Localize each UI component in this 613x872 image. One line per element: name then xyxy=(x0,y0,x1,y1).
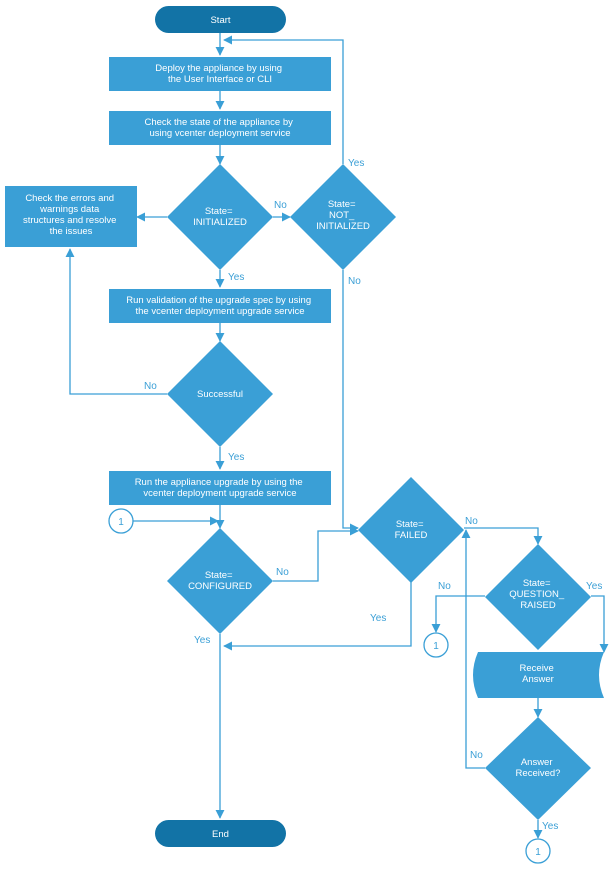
check-state-line-1: Check the state of the appliance by xyxy=(144,117,293,128)
run-validation-step: Run validation of the upgrade spec by us… xyxy=(109,289,331,323)
init-no-label: No xyxy=(274,200,287,211)
run-validation-line-1: Run validation of the upgrade spec by us… xyxy=(126,295,311,306)
answer-yes-label: Yes xyxy=(542,821,558,832)
connector-out-bottom-label: 1 xyxy=(535,847,541,858)
svg-text:Run validation of the upgrade: Run validation of the upgrade spec by us… xyxy=(126,295,314,317)
connector-lines xyxy=(65,33,609,839)
run-validation-line-2: the vcenter deployment upgrade service xyxy=(136,306,305,317)
connector-in-label: 1 xyxy=(118,517,124,528)
svg-text:Check the state of the applian: Check the state of the appliance by usin… xyxy=(144,117,295,139)
end-label: End xyxy=(212,829,229,840)
svg-text:Check the errors and war: Check the errors and warnings data struc… xyxy=(23,193,119,237)
check-state-line-2: using vcenter deployment service xyxy=(150,128,291,139)
check-state-step: Check the state of the appliance by usin… xyxy=(109,111,331,145)
svg-text:Run the appliance upgrade by u: Run the appliance upgrade by using the v… xyxy=(135,477,306,499)
run-upgrade-line-1: Run the appliance upgrade by using the xyxy=(135,477,303,488)
state-configured-decision: State= CONFIGURED xyxy=(167,528,273,634)
svg-text:State= CONFIGURED: State= CONFIGURED xyxy=(188,570,252,592)
svg-text:Deploy the appliance by using: Deploy the appliance by using the User I… xyxy=(155,63,284,85)
state-configured-line-2: CONFIGURED xyxy=(188,581,252,592)
configured-yes-label: Yes xyxy=(194,635,210,646)
state-initialized-decision: State= INITIALIZED xyxy=(167,164,273,270)
end-terminal: End xyxy=(155,820,286,847)
run-upgrade-step: Run the appliance upgrade by using the v… xyxy=(109,471,331,505)
notinit-yes-label: Yes xyxy=(348,158,364,169)
answer-received-decision: Answer Received? xyxy=(485,717,591,820)
state-failed-line-1: State= xyxy=(396,519,424,530)
svg-text:State= INITIALIZED: State= INITIALIZED xyxy=(193,206,247,228)
state-initialized-line-2: INITIALIZED xyxy=(193,217,247,228)
state-configured-line-1: State= xyxy=(205,570,233,581)
receive-answer-line-1: Receive xyxy=(520,663,554,674)
receive-answer-step: Receive Answer xyxy=(473,652,604,698)
state-question-raised-decision: State= QUESTION_ RAISED xyxy=(485,544,591,650)
receive-answer-line-2: Answer xyxy=(522,674,554,685)
state-failed-decision: State= FAILED xyxy=(358,477,464,583)
svg-text:State= FAILED: State= FAILED xyxy=(395,519,428,541)
answer-no-label: No xyxy=(470,750,483,761)
successful-decision: Successful xyxy=(167,341,273,447)
deploy-line-1: Deploy the appliance by using xyxy=(155,63,282,74)
state-not-initialized-decision: State= NOT_ INITIALIZED xyxy=(290,164,396,270)
svg-text:Answer Received?: Answer Received? xyxy=(516,757,561,779)
check-errors-line-3: structures and resolve xyxy=(23,215,116,226)
start-terminal: Start xyxy=(155,6,286,33)
failed-no-label: No xyxy=(465,516,478,527)
svg-text:State= NOT_ INITIA: State= NOT_ INITIALIZED xyxy=(316,199,370,232)
connector-out-left-circle: 1 xyxy=(423,632,449,658)
state-not-initialized-line-3: INITIALIZED xyxy=(316,221,370,232)
notinit-no-label: No xyxy=(348,276,361,287)
run-upgrade-line-2: vcenter deployment upgrade service xyxy=(143,488,296,499)
state-question-line-1: State= xyxy=(523,578,551,589)
svg-text:State= QUESTION_ R: State= QUESTION_ RAISED xyxy=(509,578,567,611)
check-errors-step: Check the errors and warnings data struc… xyxy=(5,186,137,247)
connector-out-left-label: 1 xyxy=(433,641,439,652)
answer-received-line-1: Answer xyxy=(521,757,553,768)
question-no-label: No xyxy=(438,581,451,592)
successful-label: Successful xyxy=(197,389,243,400)
svg-text:Receive Answer: Receive Answer xyxy=(520,663,557,685)
edge-labels: No Yes Yes No No Yes No Yes No Yes No Ye… xyxy=(144,158,602,832)
question-yes-label: Yes xyxy=(586,581,602,592)
state-not-initialized-line-2: NOT_ xyxy=(329,210,355,221)
failed-yes-label: Yes xyxy=(370,613,386,624)
connector-in-circle: 1 xyxy=(108,508,134,534)
successful-no-label: No xyxy=(144,381,157,392)
connector-out-bottom-circle: 1 xyxy=(525,838,551,864)
answer-received-line-2: Received? xyxy=(516,768,561,779)
deploy-appliance-step: Deploy the appliance by using the User I… xyxy=(109,57,331,91)
successful-yes-label: Yes xyxy=(228,452,244,463)
check-errors-line-1: Check the errors and xyxy=(25,193,114,204)
state-question-line-3: RAISED xyxy=(520,600,556,611)
check-errors-line-2: warnings data xyxy=(39,204,100,215)
start-label: Start xyxy=(210,15,230,26)
init-yes-label: Yes xyxy=(228,272,244,283)
configured-no-label: No xyxy=(276,567,289,578)
state-failed-line-2: FAILED xyxy=(395,530,428,541)
deploy-line-2: the User Interface or CLI xyxy=(168,74,272,85)
check-errors-line-4: the issues xyxy=(50,226,93,237)
state-question-line-2: QUESTION_ xyxy=(509,589,565,600)
state-not-initialized-line-1: State= xyxy=(328,199,356,210)
state-initialized-line-1: State= xyxy=(205,206,233,217)
